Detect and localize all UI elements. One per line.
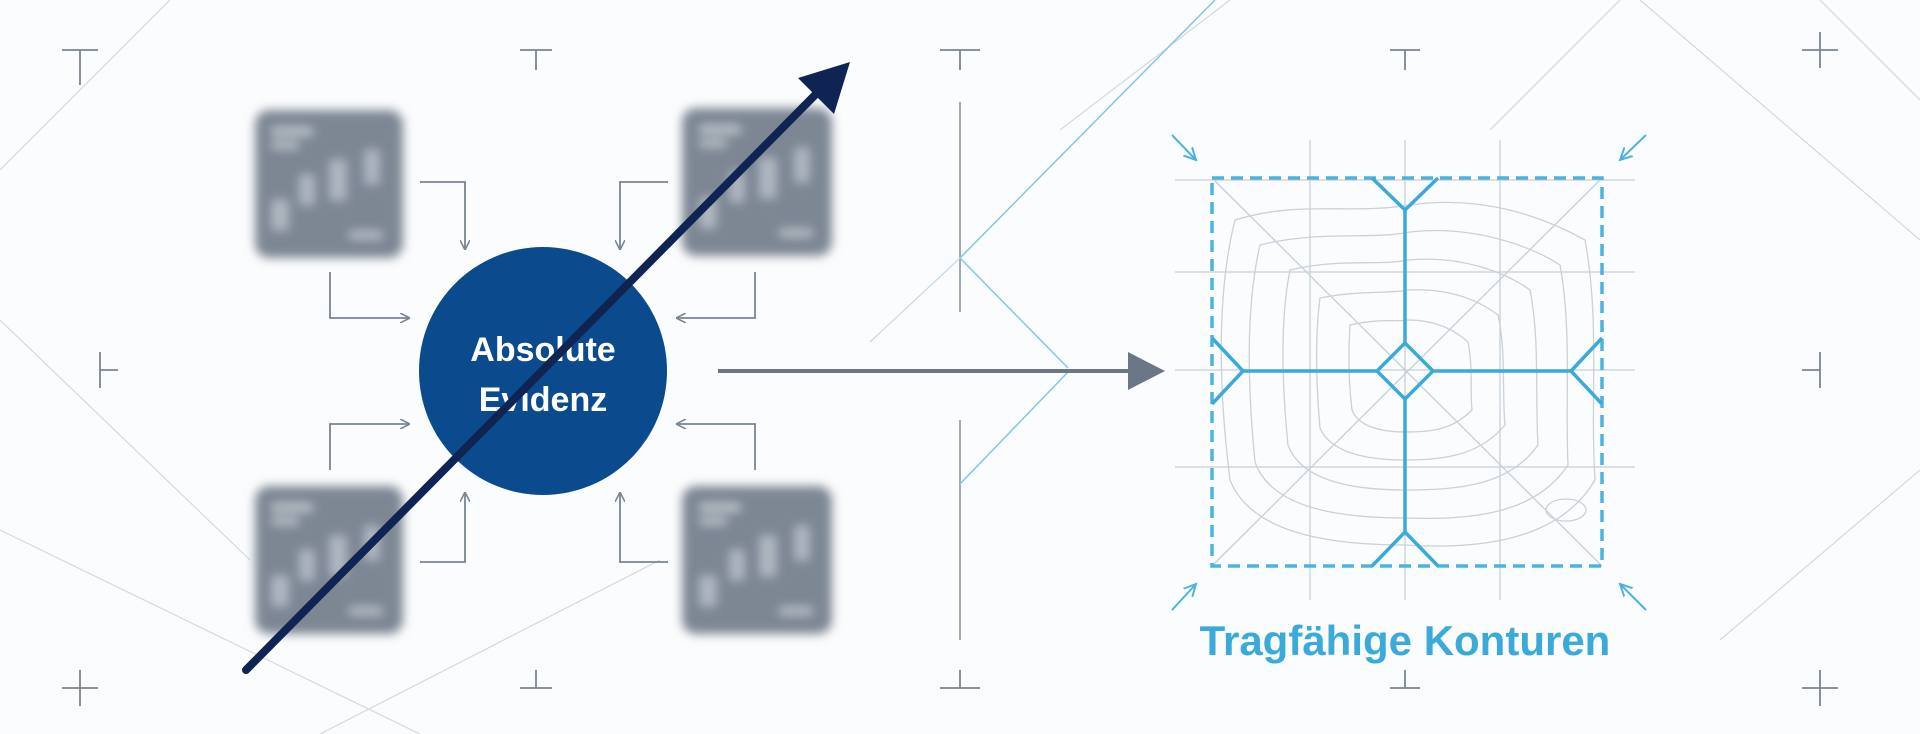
dashed-frame: [1210, 176, 1604, 568]
source-card-top-left: [255, 110, 403, 258]
source-card-bottom-left: [255, 486, 403, 634]
inward-arrow-icon: [1171, 134, 1647, 611]
source-card-bottom-right: [682, 486, 832, 634]
result-figure: Tragfähige Konturen: [1171, 134, 1647, 664]
diagonal-arrow-icon: [242, 62, 850, 674]
source-card-top-right: [682, 108, 832, 256]
connector-arrows: [329, 181, 756, 563]
center-guide-lines: [869, 0, 1216, 640]
corner-crosshair-icon: [62, 32, 1838, 706]
right-arrow-icon: [718, 352, 1165, 390]
center-node-line1: Absolute: [470, 331, 615, 369]
result-label: Tragfähige Konturen: [1200, 617, 1611, 664]
